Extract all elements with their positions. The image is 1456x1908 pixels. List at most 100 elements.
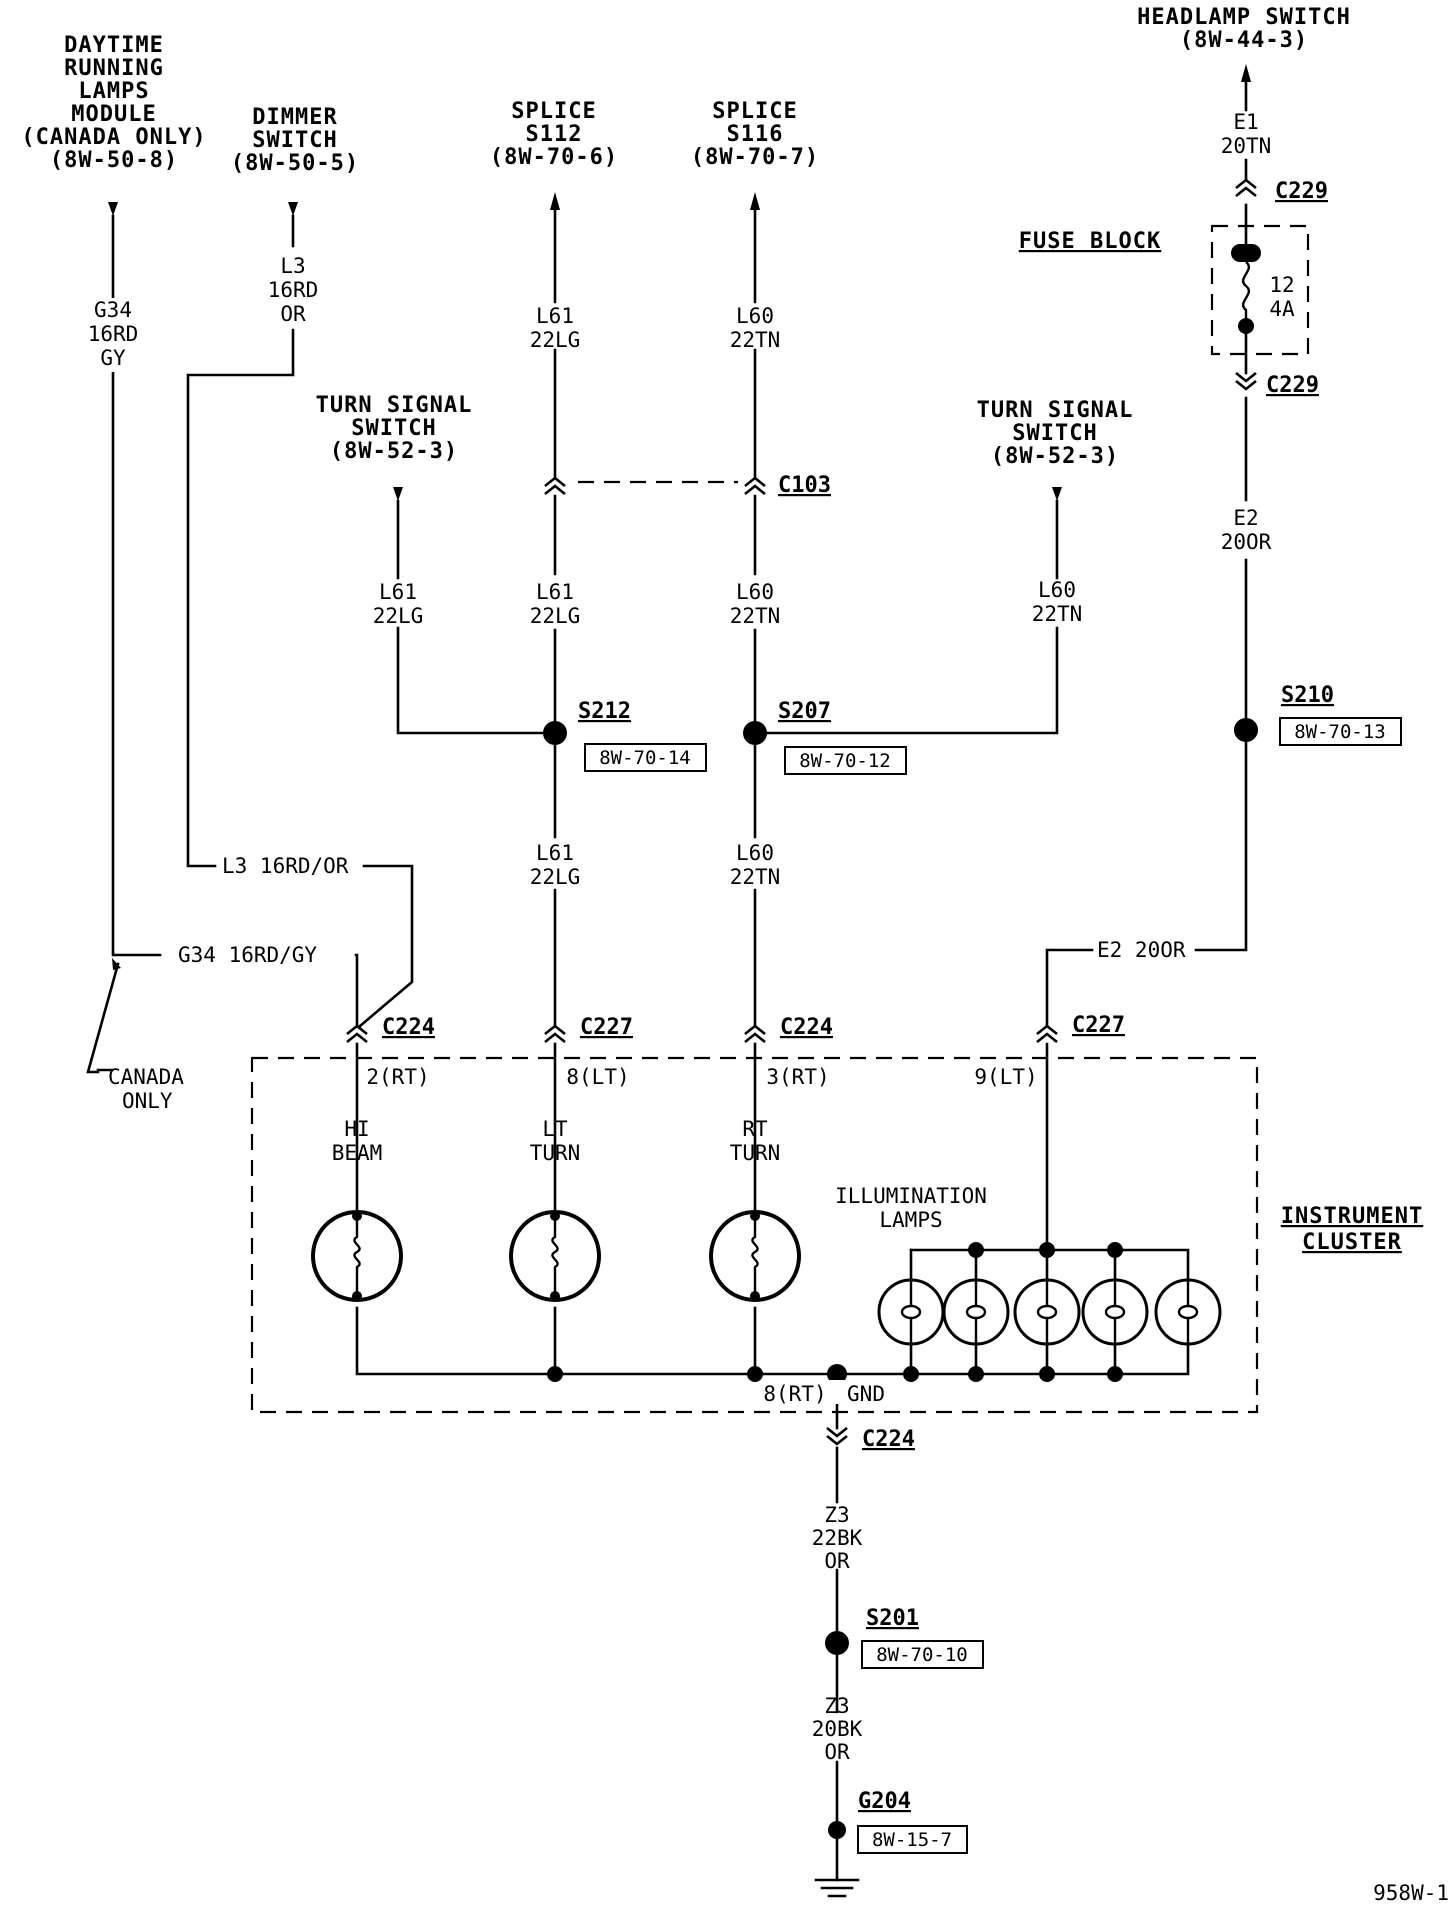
- lt-turn-lamp: [509, 1210, 601, 1302]
- connector-c229-bottom: C229: [1266, 373, 1319, 398]
- splice-dots: [543, 718, 1258, 1839]
- lamp-lt-turn-2: TURN: [530, 1141, 581, 1165]
- svg-text:S201: S201: [866, 1606, 919, 1631]
- c224-rt-chevron: [744, 1024, 766, 1044]
- wire-label-l61-mid: L61 22LG: [530, 580, 581, 628]
- svg-text:S116: S116: [727, 122, 784, 147]
- wire-turn-right-b: [753, 626, 1059, 735]
- pin-rt: 3(RT): [766, 1065, 829, 1089]
- wire-label-l61-turn: L61 22LG: [373, 580, 424, 628]
- wire-label-l60-low: L60 22TN: [730, 841, 781, 889]
- svg-text:8W-70-14: 8W-70-14: [599, 747, 691, 769]
- svg-text:L61: L61: [536, 304, 574, 328]
- fuse-element: [1241, 261, 1251, 320]
- svg-text:G204: G204: [858, 1789, 911, 1814]
- connector-c227-lt: C227: [580, 1015, 633, 1040]
- svg-text:GY: GY: [100, 346, 126, 370]
- svg-text:22TN: 22TN: [730, 865, 781, 889]
- pin-gnd: 8(RT): [763, 1382, 826, 1406]
- svg-text:(8W-44-3): (8W-44-3): [1180, 28, 1308, 53]
- svg-text:4A: 4A: [1269, 297, 1295, 321]
- dimmer-arrow: [288, 202, 298, 216]
- turn-left-arrow: [393, 487, 403, 501]
- svg-text:22TN: 22TN: [730, 328, 781, 352]
- svg-text:20OR: 20OR: [1221, 530, 1272, 554]
- wire-l3: [186, 328, 295, 868]
- pin-labels: 2(RT) 8(LT) 3(RT) 9(LT) 8(RT) GND: [366, 1065, 1037, 1406]
- svg-text:L61: L61: [536, 580, 574, 604]
- headlamp-switch-label: HEADLAMP SWITCH (8W-44-3): [1137, 5, 1351, 53]
- c227-illum-chevron: [1036, 1024, 1058, 1044]
- wire-label-z3-a: Z3 22BK OR: [812, 1503, 863, 1573]
- illumination-lamp: [877, 1278, 945, 1346]
- svg-text:ONLY: ONLY: [122, 1089, 173, 1113]
- wire-label-e2-horizontal: E2 20OR: [1097, 938, 1186, 962]
- svg-text:(8W-70-7): (8W-70-7): [691, 145, 819, 170]
- svg-text:(8W-52-3): (8W-52-3): [330, 439, 458, 464]
- svg-text:SWITCH: SWITCH: [252, 128, 337, 153]
- ground-symbol: [814, 1878, 860, 1898]
- splice-s112-label: SPLICE S112 (8W-70-6): [490, 99, 617, 170]
- lamp-labels: HI BEAM LT TURN RT TURN ILLUMINATION LAM…: [332, 1117, 987, 1232]
- svg-text:S112: S112: [526, 122, 583, 147]
- wire-g34-to-c224: [354, 953, 359, 1028]
- svg-text:(CANADA ONLY): (CANADA ONLY): [21, 125, 206, 150]
- drl-arrow: [108, 202, 118, 216]
- figure-id: 958W-1: [1373, 1881, 1449, 1905]
- c227-lt-chevron: [544, 1024, 566, 1044]
- illumination-lamp: [1081, 1278, 1149, 1346]
- wire-labels: G34 16RD GY L3 16RD OR L61 22LG L60 22TN…: [88, 110, 1272, 1764]
- svg-text:L60: L60: [1038, 578, 1076, 602]
- headlamp-arrow: [1241, 64, 1251, 82]
- splice-s116-label: SPLICE S116 (8W-70-7): [691, 99, 819, 170]
- dimmer-switch-label: DIMMER SWITCH (8W-50-5): [231, 105, 359, 176]
- svg-text:22TN: 22TN: [1032, 602, 1083, 626]
- wire-label-l3-horizontal: L3 16RD/OR: [222, 854, 349, 878]
- c224-gnd-chevron: [826, 1426, 848, 1446]
- splice-s207: S207 8W-70-12: [778, 699, 907, 775]
- svg-text:L60: L60: [736, 304, 774, 328]
- pin-hi: 2(RT): [366, 1065, 429, 1089]
- c103-l60-chevron: [744, 476, 766, 496]
- svg-text:HEADLAMP SWITCH: HEADLAMP SWITCH: [1137, 5, 1351, 30]
- canada-only-label: CANADA ONLY: [108, 1065, 184, 1113]
- svg-text:(8W-50-5): (8W-50-5): [231, 151, 359, 176]
- splice-s212-dot: [543, 721, 567, 745]
- wire-label-l61-low: L61 22LG: [530, 841, 581, 889]
- svg-text:OR: OR: [280, 302, 306, 326]
- wire-label-l60-mid: L60 22TN: [730, 580, 781, 628]
- svg-text:Z3: Z3: [824, 1694, 849, 1718]
- svg-text:S207: S207: [778, 699, 831, 724]
- svg-text:22BK: 22BK: [812, 1526, 863, 1550]
- illumination-lamp: [1154, 1278, 1222, 1346]
- pin-gnd-label: GND: [847, 1382, 885, 1406]
- connector-labels: C229 C229 C103 C224 C227 C224 C227 C224: [382, 179, 1328, 1452]
- fuse-contact: [1238, 318, 1254, 334]
- wires: [86, 80, 1248, 1882]
- svg-text:OR: OR: [824, 1740, 850, 1764]
- wire-label-e1: E1 20TN: [1221, 110, 1272, 158]
- svg-text:E2: E2: [1233, 506, 1258, 530]
- svg-text:22LG: 22LG: [530, 604, 581, 628]
- svg-text:RUNNING: RUNNING: [64, 56, 164, 81]
- connector-c224-hi: C224: [382, 1015, 435, 1040]
- termination-arrows: [108, 64, 1251, 501]
- lamp-hi-beam-2: BEAM: [332, 1141, 383, 1165]
- splice-s201-dot: [825, 1631, 849, 1655]
- turn-signal-switch-right-label: TURN SIGNAL SWITCH (8W-52-3): [977, 398, 1133, 469]
- turn-signal-switch-left-label: TURN SIGNAL SWITCH (8W-52-3): [316, 393, 472, 464]
- svg-text:20BK: 20BK: [812, 1717, 863, 1741]
- wire-label-l60-turn: L60 22TN: [1032, 578, 1083, 626]
- illumination-lamp: [1013, 1278, 1081, 1346]
- pin-illum: 9(LT): [974, 1065, 1037, 1089]
- svg-text:MODULE: MODULE: [71, 102, 156, 127]
- c103-l61-chevron: [544, 476, 566, 496]
- illumination-lamp: [942, 1278, 1010, 1346]
- svg-text:LAMPS: LAMPS: [78, 79, 149, 104]
- svg-text:16RD: 16RD: [268, 278, 319, 302]
- svg-text:SPLICE: SPLICE: [712, 99, 797, 124]
- svg-text:(8W-52-3): (8W-52-3): [991, 444, 1119, 469]
- connector-c103: C103: [778, 473, 831, 498]
- svg-text:(8W-50-8): (8W-50-8): [50, 148, 178, 173]
- splice-s210-dot: [1234, 718, 1258, 742]
